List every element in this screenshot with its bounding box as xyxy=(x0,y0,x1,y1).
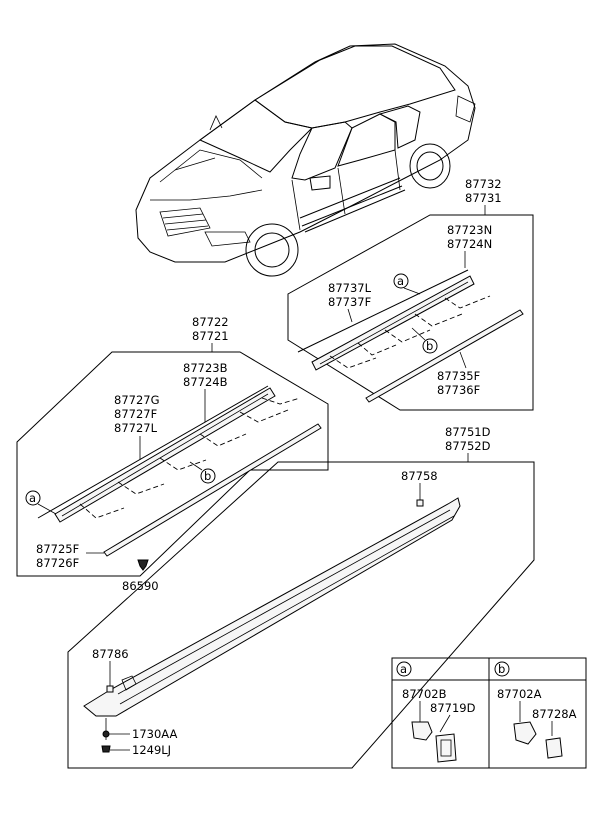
callout-87722: 87722 xyxy=(192,315,229,329)
callout-87751d: 87751D xyxy=(445,425,491,439)
callout-87727l: 87727L xyxy=(114,421,158,435)
callout-87726f: 87726F xyxy=(36,556,79,570)
rear-door-moulding-group: 87732 87731 87723N 87724N 87737L 87737F … xyxy=(287,177,534,411)
rear-belt-strip xyxy=(311,275,475,371)
clip-87786-icon xyxy=(106,685,114,693)
callout-87728a: 87728A xyxy=(532,707,577,721)
callout-87724b: 87724B xyxy=(183,375,228,389)
callout-87702a: 87702A xyxy=(497,687,542,701)
clip-87702a-icon xyxy=(513,721,537,745)
marker-a-circle xyxy=(393,273,409,289)
callout-87752d: 87752D xyxy=(445,439,491,453)
side-sill-moulding xyxy=(83,497,461,717)
callout-87702b: 87702B xyxy=(402,687,447,701)
clip-87702b-icon xyxy=(411,721,433,741)
callout-1730aa: 1730AA xyxy=(132,727,177,741)
marker-b-circle xyxy=(422,338,438,354)
nut-icon xyxy=(101,745,111,753)
bolt-icon xyxy=(102,730,110,738)
callout-87737l: 87737L xyxy=(328,281,372,295)
car-illustration xyxy=(135,43,476,277)
callout-87727f: 87727F xyxy=(114,407,157,421)
callout-87723n: 87723N xyxy=(447,223,492,237)
legend-a-circle xyxy=(396,661,412,677)
rear-lower-strip xyxy=(365,309,524,403)
legend-b-circle xyxy=(494,661,510,677)
group-outline-rear xyxy=(287,214,534,411)
marker-a-label: a xyxy=(397,274,404,288)
legend-a-marker: a xyxy=(400,662,407,676)
group-outline-front xyxy=(16,351,329,577)
callout-87724n: 87724N xyxy=(447,237,492,251)
marker-b-label: b xyxy=(426,339,433,353)
callout-87786: 87786 xyxy=(92,647,129,661)
group-outline-sill xyxy=(67,461,535,769)
callout-87732: 87732 xyxy=(465,177,502,191)
callout-1249lj: 1249LJ xyxy=(132,743,171,757)
front-door-moulding-group: 87722 87721 87723B 87724B 87727G 87727F … xyxy=(16,315,329,593)
callout-87735f: 87735F xyxy=(437,369,480,383)
callout-87758: 87758 xyxy=(401,469,438,483)
side-sill-moulding-group: 87751D 87752D 87758 87786 1730AA 1249LJ xyxy=(67,425,535,769)
clip-87758-icon xyxy=(416,499,424,507)
callout-87731: 87731 xyxy=(465,191,502,205)
front-lower-strip xyxy=(103,423,322,557)
legend-b-marker: b xyxy=(498,662,505,676)
marker-b-circle-2 xyxy=(200,468,216,484)
callout-87737f: 87737F xyxy=(328,295,371,309)
marker-a-circle-2 xyxy=(25,490,41,506)
legend-table: a b 87702B 87719D 87702A 87728A xyxy=(391,657,587,769)
callout-87736f: 87736F xyxy=(437,383,480,397)
callout-87723b: 87723B xyxy=(183,361,228,375)
callout-87725f: 87725F xyxy=(36,542,79,556)
marker-b-label-2: b xyxy=(204,469,211,483)
clip-86590-icon xyxy=(137,559,149,571)
marker-a-label-2: a xyxy=(29,491,36,505)
clip-87728a-icon xyxy=(545,737,563,759)
callout-87721: 87721 xyxy=(192,329,229,343)
callout-87719d: 87719D xyxy=(430,701,476,715)
callout-87727g: 87727G xyxy=(114,393,160,407)
clip-87719d-icon xyxy=(435,733,457,763)
